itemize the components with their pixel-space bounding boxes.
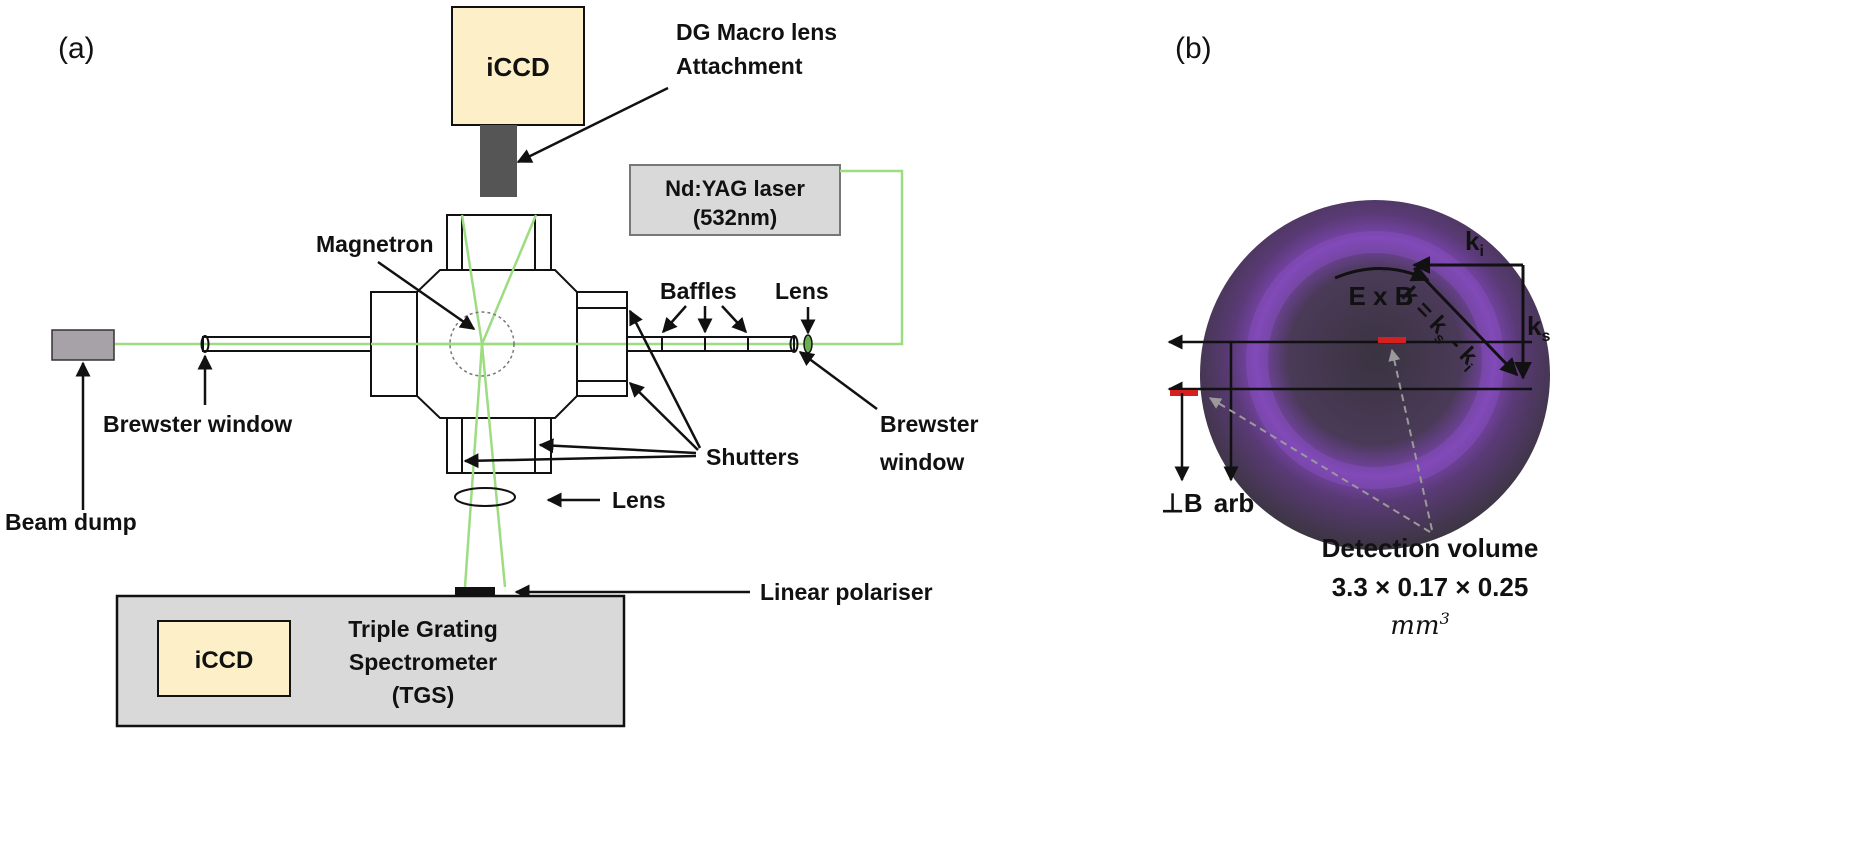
right-brewster-label-2: window <box>879 449 964 475</box>
panel-a-label: (a) <box>58 32 95 65</box>
plasma-disc <box>1200 200 1550 550</box>
collection-lens <box>454 487 516 507</box>
macro-lens-body <box>480 125 517 197</box>
right-brewster-label-1: Brewster <box>880 411 978 437</box>
detection-volume-arb <box>1378 337 1406 343</box>
shutters-label: Shutters <box>706 444 799 470</box>
shutter-arrow-2 <box>628 381 699 451</box>
k-vector <box>1412 266 1519 377</box>
plasma-racetrack-glow <box>1246 231 1504 489</box>
magnetron-label: Magnetron <box>316 231 434 257</box>
spectrometer-iccd-label: iCCD <box>195 647 254 674</box>
exb-drift-arrow <box>1334 264 1430 282</box>
baffles-label: Baffles <box>660 278 737 304</box>
macro-lens-arrow <box>516 86 669 164</box>
laser-label-1: Nd:YAG laser <box>665 176 805 201</box>
spectrometer-label-2: Spectrometer <box>349 649 497 675</box>
spectrometer-label-3: (TGS) <box>392 682 455 708</box>
baffle-arrow-3 <box>721 305 748 334</box>
right-brewster-arrow <box>798 350 878 411</box>
macro-lens-label-2: Attachment <box>676 53 803 79</box>
laser-label-2: (532nm) <box>693 205 777 230</box>
shutter-arrow-1 <box>628 309 702 449</box>
ks-label: ks <box>1527 311 1550 345</box>
baffle-arrow-1 <box>662 305 687 334</box>
perp-b-label: ⊥B <box>1161 488 1202 518</box>
top-iccd-label: iCCD <box>486 52 550 82</box>
detection-title: Detection volume <box>1322 533 1539 563</box>
magnetron-circle <box>449 311 515 377</box>
polariser-label: Linear polariser <box>760 579 933 605</box>
detection-pointer-1 <box>1208 397 1431 533</box>
top-iccd-box <box>451 6 585 126</box>
detection-pointer-2 <box>1388 348 1433 531</box>
spectrometer-iccd-box <box>157 620 291 697</box>
shutter-arrow-3 <box>538 438 697 455</box>
shutter-arrow-4 <box>463 453 697 469</box>
beam-dump-label: Beam dump <box>5 509 137 535</box>
left-brewster-label: Brewster window <box>103 411 292 437</box>
right-arm-tube <box>626 336 795 352</box>
detection-dims: 3.3 × 0.17 × 0.25 <box>1332 572 1529 602</box>
linear-polariser <box>455 587 495 595</box>
laser-box <box>629 164 841 236</box>
exb-label: E x B <box>1348 281 1413 311</box>
macro-lens-label-1: DG Macro lens <box>676 19 837 45</box>
right-brewster-window <box>789 335 799 353</box>
right-focusing-lens <box>803 334 813 354</box>
detection-volume-perpb <box>1170 390 1198 396</box>
right-lens-label: Lens <box>775 278 829 304</box>
ki-label: ki <box>1465 226 1484 260</box>
beam-dump-box <box>51 329 115 361</box>
left-brewster-window <box>200 335 210 353</box>
magnetron-arrow <box>377 260 476 331</box>
spectrometer-label-1: Triple Grating <box>348 616 498 642</box>
panel-b-label: (b) <box>1175 32 1212 65</box>
detection-unit: mm3 <box>1390 609 1450 641</box>
arb-label: arb <box>1214 488 1254 518</box>
bottom-lens-label: Lens <box>612 487 666 513</box>
